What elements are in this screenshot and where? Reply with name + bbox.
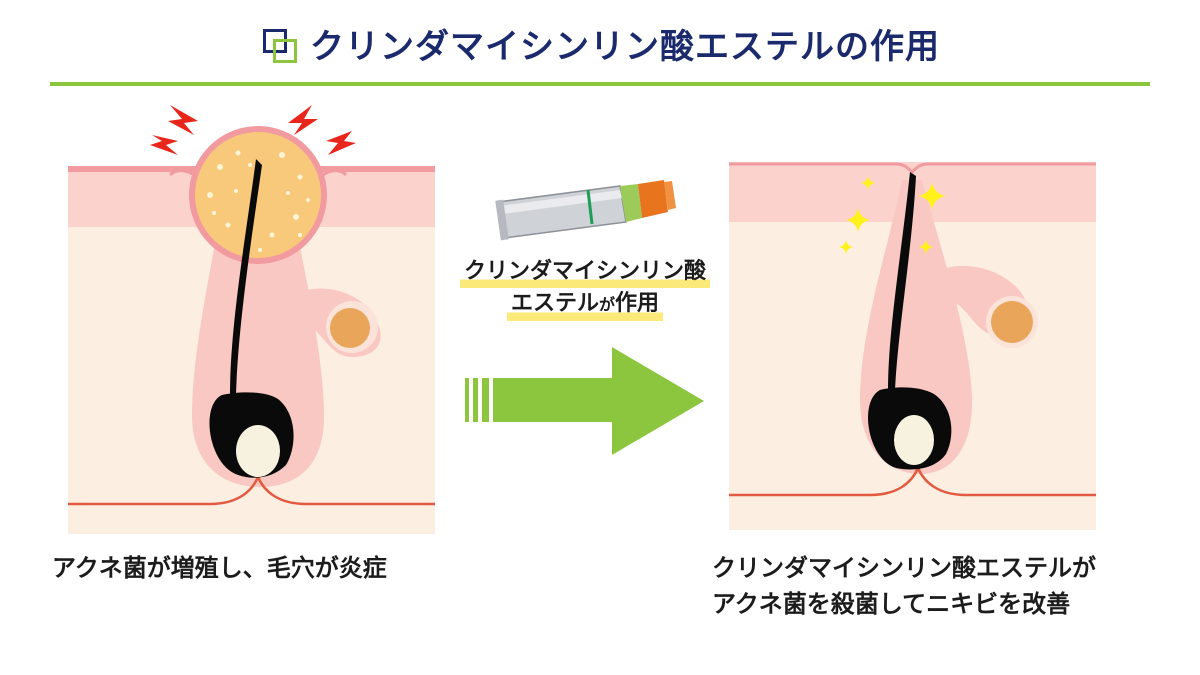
- skin-surface-line: [729, 162, 1096, 175]
- dermal-papilla: [894, 415, 934, 465]
- inflammation-spark-icons: [150, 105, 356, 155]
- dermal-papilla: [236, 425, 280, 477]
- sebaceous-gland: [330, 308, 370, 348]
- inflamed-skin-illustration: [60, 95, 450, 545]
- healed-skin-illustration: [720, 150, 1110, 540]
- pimple-dots: [207, 150, 310, 252]
- right-caption-line1: クリンダマイシンリン酸エステルが: [712, 554, 1096, 582]
- title-squares-icon: [260, 26, 297, 63]
- pimple: [189, 126, 327, 264]
- ointment-tube-icon: [492, 176, 682, 246]
- hair-shaft: [230, 159, 262, 395]
- right-caption-line2: アクネ菌を殺菌してニキビを改善: [712, 590, 1071, 618]
- drug-action-label: クリンダマイシンリン酸 エステルが作用: [440, 256, 730, 321]
- drug-label-line1: クリンダマイシンリン酸: [459, 256, 710, 288]
- hair-shaft: [888, 172, 916, 390]
- drug-label-line2a: エステル: [510, 291, 599, 316]
- left-caption: アクネ菌が増殖し、毛穴が炎症: [52, 554, 387, 582]
- page-title: クリンダマイシンリン酸エステルの作用: [310, 26, 940, 67]
- progress-arrow-icon: [462, 345, 712, 457]
- drug-label-line2c: 作用: [615, 291, 660, 316]
- title-divider: [50, 82, 1150, 86]
- sebaceous-gland: [991, 301, 1033, 343]
- drug-label-particle: が: [598, 295, 615, 314]
- header: クリンダマイシンリン酸エステルの作用: [0, 18, 1200, 68]
- sparkle-icons: [839, 176, 946, 254]
- right-caption: クリンダマイシンリン酸エステルが アクネ菌を殺菌してニキビを改善: [712, 550, 1096, 622]
